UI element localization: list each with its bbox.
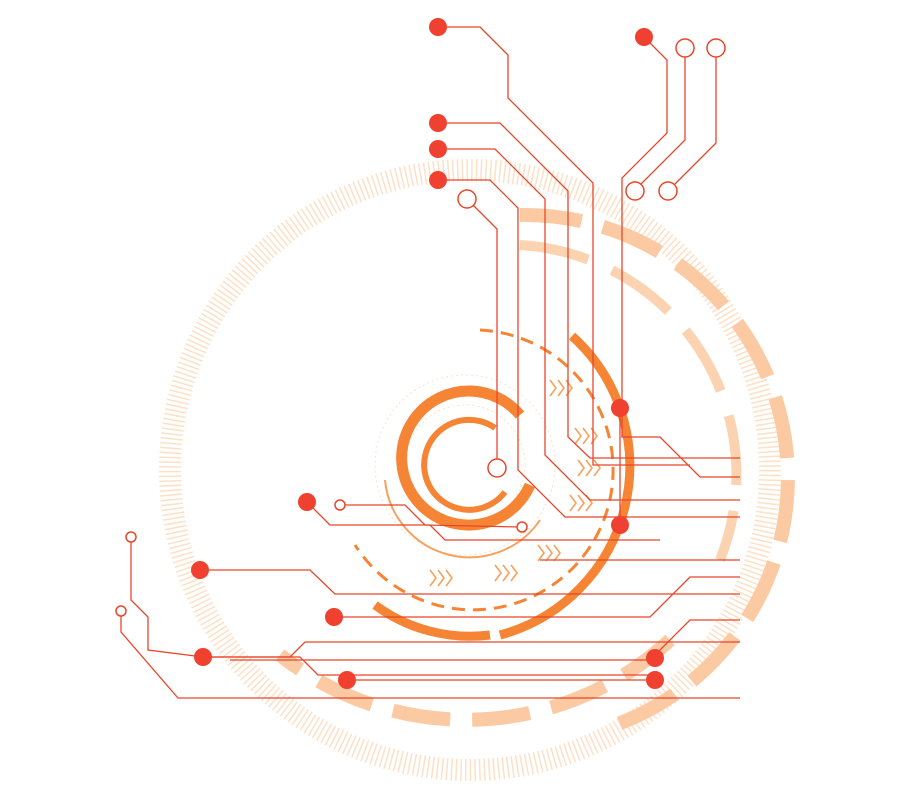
circuit-node [429,18,447,36]
circuit-node-hollow [675,38,695,58]
circuit-node-hollow [516,521,528,533]
orange-arc-big [498,332,635,640]
circuit-node-hollow [457,189,477,209]
orange-thin-arc [384,479,541,559]
circuit-node [298,493,316,511]
circuit-node [194,648,212,666]
faint-ring [404,404,526,526]
circuit-node-hollow [115,605,127,617]
orange-arc-bottom [372,601,491,641]
orange-dashed-arc [353,328,615,612]
circuit-node [429,171,447,189]
circuit-node [635,28,653,46]
circuit-traces [120,26,740,699]
hollow-nodes [115,38,726,617]
outer-tick-ring [159,159,781,781]
circuit-node [646,671,664,689]
orange-inner-ring-small [421,416,508,513]
outer-dashed-arc-lower [275,634,675,727]
outer-dashed-arc [519,207,795,737]
circuit-node [191,561,209,579]
circuit-node [646,649,664,667]
circuit-node-hollow [706,38,726,58]
circuit-node [429,114,447,132]
circuit-node [611,516,629,534]
circuit-node-hollow [487,458,507,478]
filled-nodes [191,18,664,689]
circuit-node-hollow [334,499,346,511]
circuit-node-hollow [658,181,678,201]
circuit-node-hollow [125,531,137,543]
middle-dashed-arc [519,240,742,562]
circuit-node-hollow [625,181,645,201]
circuit-node [338,671,356,689]
circuit-node [325,608,343,626]
circuit-node [429,140,447,158]
orange-inner-ring [396,385,536,531]
circuit-node [611,399,629,417]
chevron-icon-group [429,379,601,587]
